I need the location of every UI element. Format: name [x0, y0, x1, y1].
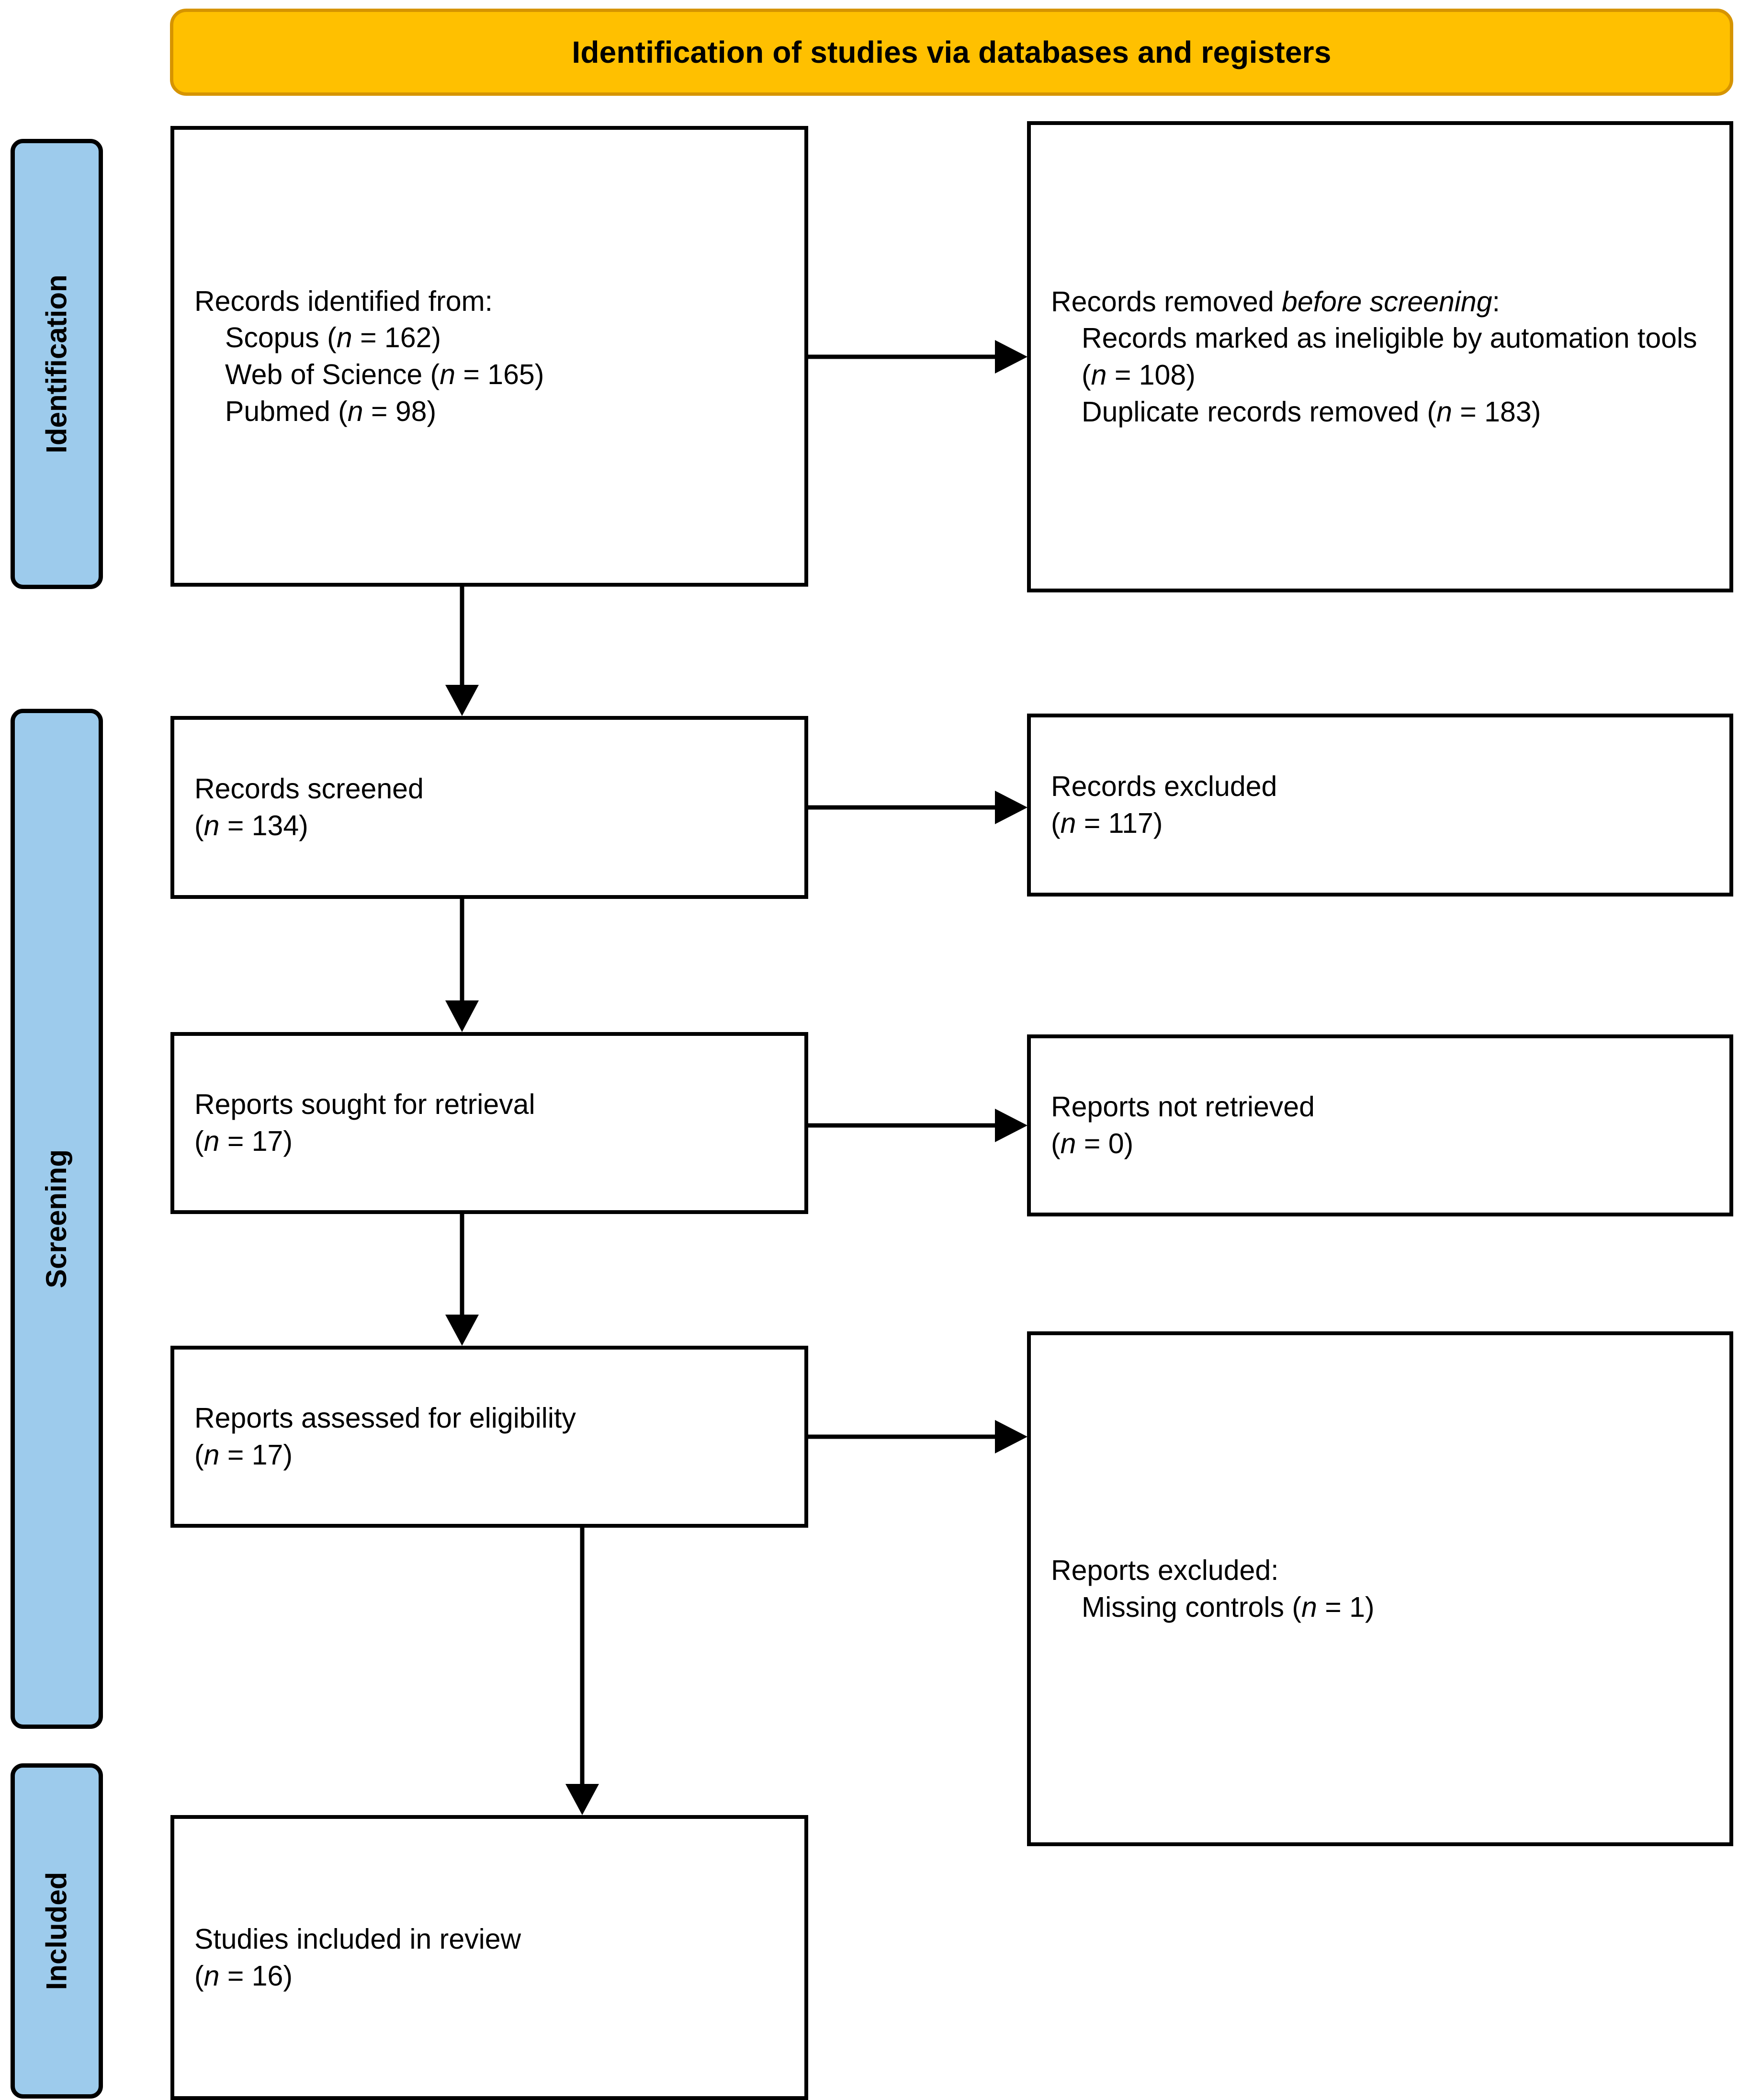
paren-open: (: [194, 1960, 204, 1992]
n-italic: n: [203, 810, 220, 841]
paren-open: (: [1051, 807, 1061, 839]
records-identified-item-web-of-science: Web of Science (n = 165): [194, 356, 784, 393]
n-italic: n: [336, 322, 352, 354]
sidebar-item-identification: Identification: [11, 139, 103, 589]
reason-automation-tools: Records marked as ineligible by automati…: [1082, 322, 1705, 391]
records-screened-count: (n = 134): [194, 807, 784, 844]
box-records-screened: Records screened (n = 134): [170, 716, 808, 899]
sidebar-item-included-label: Included: [40, 1872, 73, 1990]
box-reports-excluded: Reports excluded: Missing controls (n = …: [1027, 1331, 1733, 1846]
reports-not-retrieved-heading: Reports not retrieved: [1051, 1091, 1315, 1123]
box-records-identified: Records identified from: Scopus (n = 162…: [170, 126, 808, 587]
records-removed-heading-post: :: [1492, 285, 1500, 318]
box-records-excluded: Records excluded (n = 117): [1027, 714, 1733, 897]
records-removed-item-duplicates: Duplicate records removed (n = 183): [1051, 394, 1709, 431]
box-reports-not-retrieved: Reports not retrieved (n = 0): [1027, 1034, 1733, 1216]
paren-open: (: [1051, 1128, 1061, 1159]
records-removed-item-automation: Records marked as ineligible by automati…: [1051, 320, 1709, 393]
n-value: = 165): [455, 359, 544, 390]
source-name-pubmed: Pubmed (: [225, 395, 348, 427]
n-italic: n: [347, 395, 363, 427]
records-screened-heading: Records screened: [194, 773, 424, 805]
records-removed-heading: Records removed before screening:: [1051, 284, 1709, 320]
reason-duplicate-records: Duplicate records removed (: [1082, 396, 1437, 428]
source-name-web-of-science: Web of Science (: [225, 359, 440, 390]
records-removed-heading-emphasis: before screening: [1282, 285, 1492, 318]
paren-open: (: [194, 1125, 204, 1157]
reports-assessed-count: (n = 17): [194, 1437, 784, 1474]
records-removed-heading-pre: Records removed: [1051, 285, 1282, 318]
sidebar-item-screening: Screening: [11, 709, 103, 1729]
n-italic: n: [1301, 1591, 1317, 1623]
reason-missing-controls: Missing controls (: [1082, 1591, 1302, 1623]
paren-open: (: [194, 810, 204, 841]
n-italic: n: [1091, 359, 1107, 391]
reports-sought-heading: Reports sought for retrieval: [194, 1089, 535, 1121]
records-identified-heading: Records identified from:: [194, 285, 493, 317]
reports-excluded-item-missing-controls: Missing controls (n = 1): [1051, 1589, 1709, 1626]
reports-sought-count: (n = 17): [194, 1123, 784, 1160]
n-italic: n: [203, 1960, 220, 1992]
arrow-screened-to-records-excluded: [808, 786, 1028, 829]
n-italic: n: [1060, 807, 1076, 839]
reports-excluded-heading: Reports excluded:: [1051, 1554, 1279, 1586]
n-italic: n: [1060, 1128, 1076, 1159]
arrow-identified-to-screened: [438, 587, 486, 717]
arrow-screened-to-sought: [438, 899, 486, 1033]
records-excluded-heading: Records excluded: [1051, 771, 1277, 803]
studies-included-count: (n = 16): [194, 1958, 784, 1995]
n-italic: n: [440, 359, 456, 390]
n-value: = 17): [219, 1125, 293, 1157]
arrow-sought-to-assessed: [438, 1214, 486, 1347]
sidebar-item-included: Included: [11, 1763, 103, 2099]
arrow-identified-to-removed: [808, 335, 1028, 378]
source-name-scopus: Scopus (: [225, 322, 337, 354]
arrow-sought-to-not-retrieved: [808, 1104, 1028, 1147]
n-value: = 0): [1076, 1128, 1134, 1159]
records-identified-item-pubmed: Pubmed (n = 98): [194, 393, 784, 430]
banner-title: Identification of studies via databases …: [572, 34, 1332, 69]
sidebar-item-identification-label: Identification: [40, 274, 73, 454]
n-italic: n: [203, 1125, 220, 1157]
n-value: = 16): [219, 1960, 293, 1992]
n-value: = 98): [363, 395, 437, 427]
box-reports-assessed-for-eligibility: Reports assessed for eligibility (n = 17…: [170, 1346, 808, 1528]
paren-open: (: [194, 1439, 204, 1471]
n-value: = 17): [219, 1439, 293, 1471]
arrow-assessed-to-included: [438, 1528, 599, 1816]
n-italic: n: [203, 1439, 220, 1471]
sidebar-item-screening-label: Screening: [40, 1149, 73, 1289]
n-value: = 162): [352, 322, 441, 354]
n-italic: n: [1436, 396, 1452, 428]
studies-included-heading: Studies included in review: [194, 1923, 521, 1955]
n-value: = 117): [1076, 807, 1163, 839]
box-reports-sought-for-retrieval: Reports sought for retrieval (n = 17): [170, 1032, 808, 1214]
n-value: = 183): [1452, 396, 1541, 428]
banner-identification-header: Identification of studies via databases …: [170, 9, 1733, 96]
box-records-removed-before-screening: Records removed before screening: Record…: [1027, 121, 1733, 592]
records-excluded-count: (n = 117): [1051, 805, 1709, 842]
reports-not-retrieved-count: (n = 0): [1051, 1125, 1709, 1162]
arrow-assessed-to-reports-excluded: [808, 1415, 1028, 1458]
n-value: = 134): [219, 810, 308, 841]
records-identified-item-scopus: Scopus (n = 162): [194, 319, 784, 356]
box-studies-included-in-review: Studies included in review (n = 16): [170, 1815, 808, 2100]
n-value: = 1): [1317, 1591, 1375, 1623]
n-value: = 108): [1106, 359, 1196, 391]
reports-assessed-heading: Reports assessed for eligibility: [194, 1402, 576, 1434]
